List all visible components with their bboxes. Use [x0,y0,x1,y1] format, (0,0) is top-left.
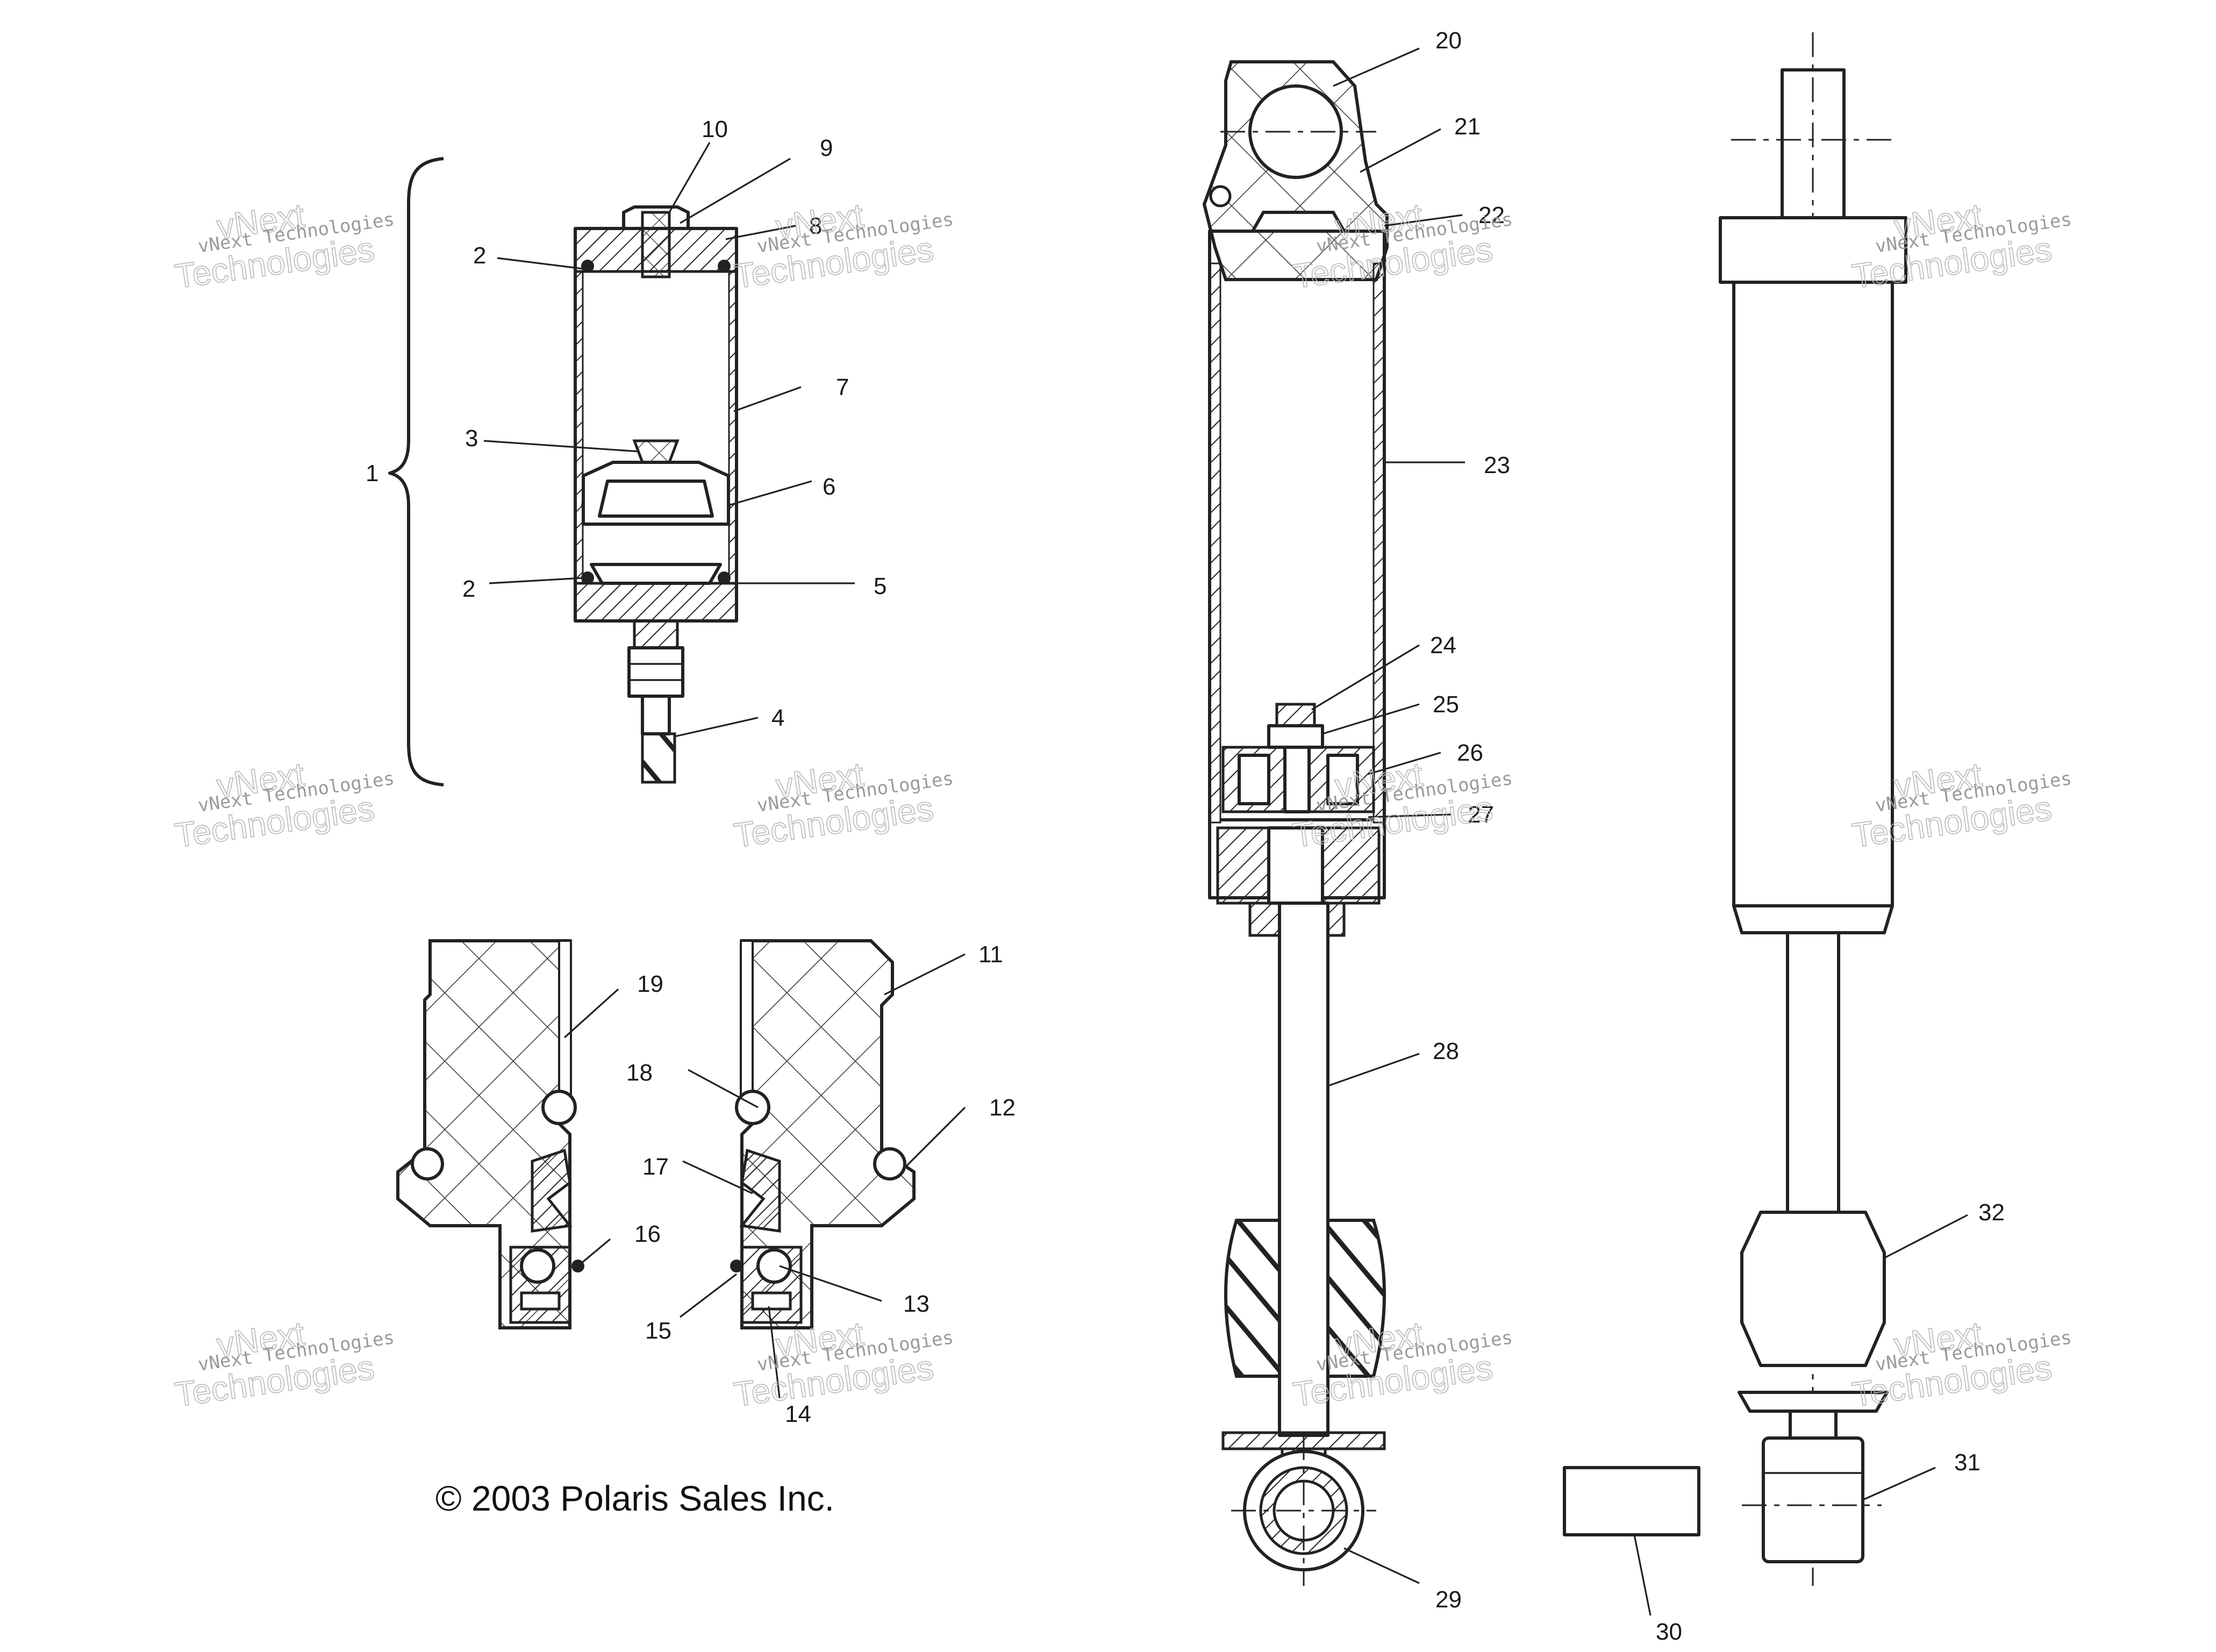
callout-23: 23 [1484,452,1510,478]
assembly-brace [388,157,444,786]
o-ring-12-left [411,1147,444,1181]
exterior-shaft [1786,931,1840,1214]
callout-24: 24 [1430,632,1456,659]
callout-9: 9 [820,135,833,161]
callout-12: 12 [989,1095,1016,1121]
bushing-30 [1563,1466,1700,1536]
bleed-screw [632,439,680,464]
callout-labels: 1 2 2 3 4 5 6 7 8 9 10 11 12 13 14 15 16… [366,27,2005,1645]
eyelet-bore [1248,84,1343,179]
o-ring-15 [730,1260,743,1272]
callout-6: 6 [823,474,835,500]
callout-22: 22 [1478,202,1505,228]
leader-lines [483,47,1968,1616]
callout-27: 27 [1468,802,1494,828]
valve-core [641,211,671,278]
o-ring-bottom-left [581,571,594,584]
o-ring-18 [735,1090,770,1125]
hose [641,732,676,784]
callout-11: 11 [978,941,1003,968]
callout-20: 20 [1435,27,1462,54]
outer-body [1732,281,1894,907]
callout-25: 25 [1433,691,1459,718]
callout-4: 4 [771,705,784,731]
o-ring-18-left [541,1090,577,1125]
seal-head-detail [396,939,916,1329]
callout-26: 26 [1457,740,1483,766]
callout-5: 5 [874,573,887,599]
callout-15: 15 [645,1318,671,1344]
bumper-left [1224,1219,1281,1378]
callout-16: 16 [634,1221,661,1247]
callout-3: 3 [465,425,478,452]
clip-14 [751,1291,792,1311]
reservoir-body [574,227,738,623]
hose-fitting [633,619,679,649]
o-ring-top-right [718,260,731,273]
callout-32: 32 [1978,1199,2005,1226]
callout-8: 8 [809,213,822,239]
callout-31: 31 [1954,1449,1981,1476]
callout-2-bottom: 2 [462,576,475,602]
callout-1: 1 [366,460,378,487]
callout-28: 28 [1433,1038,1459,1064]
lower-mount [1762,1436,1864,1563]
callout-29: 29 [1435,1586,1462,1613]
washer [1267,724,1324,749]
callout-2-top: 2 [473,242,486,269]
shock-cross-section [1202,60,1389,1586]
callout-10: 10 [702,116,728,142]
callout-17: 17 [642,1154,669,1180]
copyright-notice: © 2003 Polaris Sales Inc. [435,1478,834,1518]
callout-13: 13 [903,1291,930,1317]
o-ring-bottom-right [718,571,731,584]
o-ring-12 [873,1147,906,1181]
callout-7: 7 [836,374,849,401]
wiper-17 [739,1148,781,1233]
wiper-left [531,1148,573,1233]
callout-18: 18 [626,1060,653,1086]
bumper-right [1326,1219,1386,1378]
bump-stop [1740,1211,1886,1367]
hose-nut [627,646,684,698]
shaft [1278,902,1329,1437]
callout-21: 21 [1454,113,1481,140]
seal-head-right [740,939,916,1329]
callout-14: 14 [785,1401,811,1427]
callout-30: 30 [1656,1619,1682,1645]
callout-19: 19 [637,971,663,997]
reservoir-assembly [388,157,738,786]
shock-exterior [1563,32,1907,1586]
piston-nut [1275,703,1316,727]
o-ring-top-left [581,260,594,273]
